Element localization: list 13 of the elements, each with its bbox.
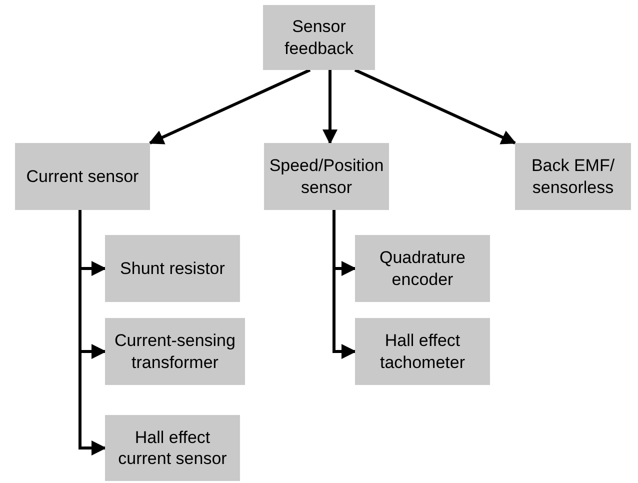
category-box: Speed/Position sensor bbox=[264, 143, 389, 210]
category-box: Shunt resistor bbox=[105, 235, 240, 302]
category-box: Hall effect current sensor bbox=[105, 415, 240, 481]
category-box: Sensor feedback bbox=[263, 5, 375, 70]
arrow bbox=[322, 70, 338, 144]
category-box: Quadrature encoder bbox=[355, 235, 490, 302]
arrow bbox=[78, 210, 106, 456]
arrow bbox=[148, 68, 311, 144]
category-box: Hall effect tachometer bbox=[355, 318, 490, 385]
category-box: Current sensor bbox=[15, 143, 150, 210]
category-box: Back EMF/ sensorless bbox=[515, 143, 631, 210]
category-box: Current-sensing transformer bbox=[105, 318, 245, 385]
arrow bbox=[354, 68, 516, 144]
